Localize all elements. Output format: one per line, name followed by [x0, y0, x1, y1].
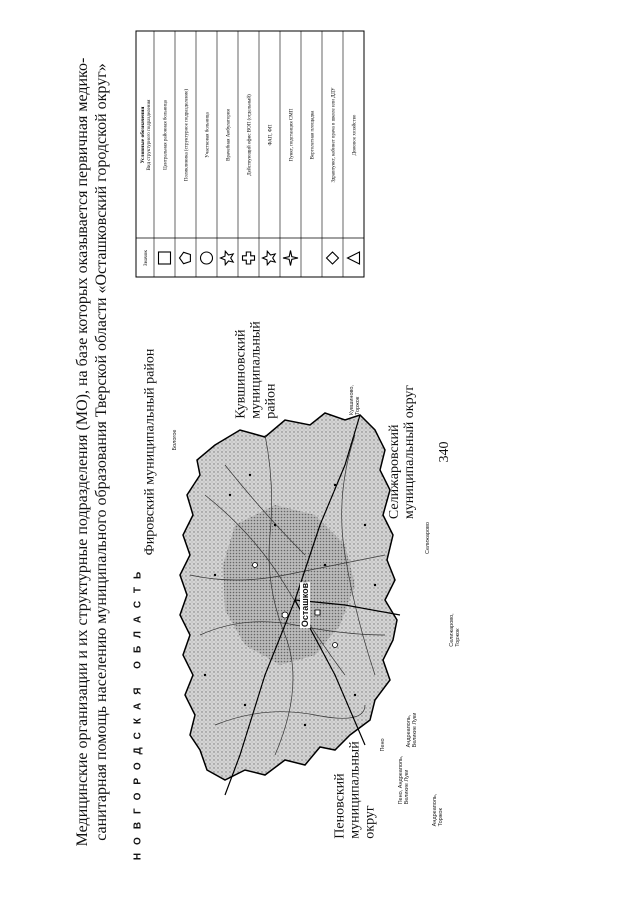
pentagon-icon [178, 251, 191, 265]
legend-label: Центральная районная больница [164, 99, 169, 170]
legend-header-subtitle: Вид структурного подразделения [147, 99, 152, 171]
legend-label: Врачебная Амбулатория [227, 108, 232, 160]
star-icon [219, 249, 235, 267]
map-title-line1: Медицинские организации и их структурные… [74, 57, 91, 847]
town-bologoe: Бологое [172, 429, 178, 451]
triangle-icon [346, 251, 361, 265]
legend-label: Пункт, подстанция СМП [290, 108, 295, 161]
cross-icon [241, 251, 256, 265]
legend-label: Здравпункт, кабинет врача в школе или ДД… [332, 87, 337, 183]
legend-label: Действующий офис ВОП (отдельный) [248, 94, 253, 176]
four-point-star-icon [282, 250, 299, 266]
town-kuvshinovo: Кувшиново, Торжок [349, 385, 361, 415]
neighbor-region-label: НОВГОРОДСКАЯ ОБЛАСТЬ [132, 563, 144, 861]
district-kuvshinovsky: Кувшиновский муниципальный район [233, 321, 279, 419]
town-selizharovo: Селижарово [425, 522, 431, 554]
town-andreapol: Андреаполь, Великие Луки [406, 712, 418, 748]
center-town-label: Осташков [300, 581, 310, 629]
legend-label: Поликлиника (структурное подразделение) [185, 89, 190, 181]
circle-icon [199, 251, 214, 265]
town-andreapol-torzhok: Андреаполь, Торжок [432, 793, 444, 827]
town-selizharovo-torzhok: Селижарово, Торжок [449, 613, 461, 647]
district-map [179, 412, 401, 796]
map-title-line2: санитарная помощь населению муниципально… [93, 63, 110, 841]
legend-header-symbol: Значок [143, 250, 149, 266]
legend-header-title: Условные обозначения [139, 107, 146, 164]
legend-label: Участковая больница [206, 112, 211, 158]
town-peno: Пено [380, 738, 386, 752]
diamond-icon [325, 251, 340, 265]
district-firovsky: Фировский муниципальный район [142, 348, 158, 556]
town-peno-andreapol: Пено, Андреаполь, Великие Луки [398, 755, 410, 805]
square-icon [157, 251, 172, 265]
legend-label: Вертолетная площадка [311, 110, 316, 160]
page-number: 340 [437, 441, 452, 463]
district-selizharovsky: Селижаровский муниципальный округ [387, 384, 417, 520]
legend-label: ФАП, ФП [269, 124, 274, 145]
star-outline-icon [261, 249, 277, 267]
district-penovsky: Пеновский муниципальный округ [332, 741, 378, 839]
legend-label: Домовое хозяйство [353, 114, 358, 155]
